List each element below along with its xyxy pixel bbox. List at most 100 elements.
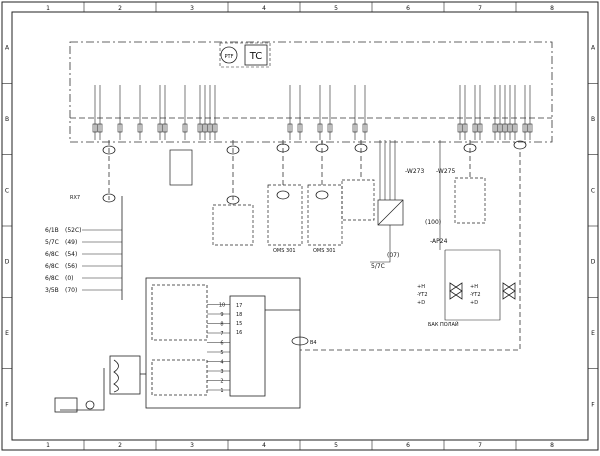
terminal-ref: 6/8C — [45, 251, 59, 258]
ptf-label: PTF — [225, 54, 234, 60]
fuse — [352, 123, 358, 133]
fuse — [502, 123, 508, 133]
cabinet-row-number: 7 — [220, 331, 223, 337]
grid-col-bottom: 8 — [550, 442, 554, 449]
lower-cabinet — [145, 277, 301, 409]
wire-group — [92, 85, 533, 140]
cabinet-row-number: 8 — [220, 322, 223, 328]
valve-left-top: +Н — [417, 284, 425, 290]
grid-col-bottom: 6 — [406, 442, 410, 449]
valve-left-icon — [449, 282, 463, 300]
grid-row-right: D — [591, 259, 596, 266]
cable-label-1: -W273 — [405, 168, 424, 175]
lamp-icon — [85, 400, 95, 410]
cabinet-left-lower — [151, 359, 208, 396]
valve-right-icon-b — [502, 282, 516, 300]
valve-right-bot: +D — [470, 300, 478, 306]
grid-row-left: A — [5, 45, 10, 52]
terminal-ref: 6/8C — [45, 263, 59, 270]
fuse — [492, 123, 498, 133]
cable-gland — [513, 140, 527, 150]
grid-row-right: E — [591, 330, 595, 337]
grid-row-left: D — [5, 259, 10, 266]
conn-100-label: (100) — [425, 219, 441, 226]
ap24-label: -AP24 — [430, 238, 448, 245]
grid-col-bottom: 4 — [262, 442, 266, 449]
cabinet-row-number: 1 — [220, 388, 223, 394]
oms-box-right — [307, 184, 343, 246]
terminal-num: (52C) — [65, 227, 82, 234]
wire-e — [370, 225, 391, 263]
plug-label: В4 — [310, 340, 317, 346]
valve-left-bot: +D — [417, 300, 425, 306]
sensor-box — [212, 204, 254, 246]
grid-col-top: 7 — [478, 5, 482, 12]
valve-left-mid: -YT2 — [417, 292, 428, 298]
rw-label: RX7 — [70, 195, 80, 201]
fuse — [207, 123, 213, 133]
plug-icon — [291, 336, 309, 346]
wire-i — [444, 300, 501, 321]
terminal-num: (49) — [65, 239, 77, 246]
valve-left: +Н -YT2 +D — [417, 282, 463, 306]
fuse — [97, 123, 103, 133]
grid-row-left: C — [5, 187, 9, 194]
cabinet-row-number: 9 — [220, 312, 223, 318]
fuse — [212, 123, 218, 133]
oms-right-label: ОМS 301 — [313, 248, 336, 254]
grid-col-top: 2 — [118, 5, 122, 12]
grid-row-right: C — [591, 187, 595, 194]
cabinet-inner-number: 17 — [236, 303, 242, 309]
grid-col-bottom: 1 — [46, 442, 50, 449]
transformer-group — [54, 355, 146, 413]
fuse — [497, 123, 503, 133]
top-enclosure — [69, 41, 553, 143]
fuse — [202, 123, 208, 133]
transformer-box — [109, 355, 141, 395]
left-terminal-block: RX7 6/1B(52C)5/7C(49)6/8C(54)6/8C(56)6/8… — [45, 195, 123, 300]
terminal-num: (0) — [65, 275, 74, 282]
cable-gland — [315, 190, 329, 200]
transformer-coil — [113, 359, 119, 393]
cable-return — [300, 152, 521, 351]
small-relay — [54, 397, 78, 413]
valve-right-top: +Н — [470, 284, 478, 290]
grid-row-left: B — [5, 116, 9, 123]
right-sensor-box — [454, 177, 486, 224]
terminal-num: (56) — [65, 263, 77, 270]
cabinet-row-number: 10 — [219, 303, 225, 309]
terminal-ref: 6/8C — [45, 275, 59, 282]
grid-row-right: F — [591, 401, 595, 408]
grid-col-bottom: 2 — [118, 442, 122, 449]
grid-row-left: E — [5, 330, 9, 337]
grid-col-bottom: 3 — [190, 442, 194, 449]
mid-components — [169, 149, 486, 246]
terminal-list: 6/1B(52C)5/7C(49)6/8C(54)6/8C(56)6/8C(0)… — [45, 227, 122, 294]
fuse — [297, 123, 303, 133]
valve-group: +Н -YT2 +D +Н -YT2 +D БАК ПОЛАЙ — [417, 282, 516, 328]
fuse — [457, 123, 463, 133]
cabinet-row-number: 2 — [220, 379, 223, 385]
grid-col-top: 8 — [550, 5, 554, 12]
dashed-cables — [108, 140, 521, 351]
cabinet-inner-number: 18 — [236, 312, 242, 318]
cabinet-inner-number: 16 — [236, 330, 242, 336]
grid-row-right: A — [591, 45, 596, 52]
valve-right-icon — [502, 282, 516, 300]
grid-col-bottom: 7 — [478, 442, 482, 449]
grid-row-left: F — [5, 401, 9, 408]
cabinet-row-number: 4 — [220, 360, 223, 366]
cabinet-inner-number: 15 — [236, 321, 242, 327]
fuse — [527, 123, 533, 133]
grid-col-top: 6 — [406, 5, 410, 12]
cabinet-terminal-strip — [229, 295, 266, 397]
fuse — [522, 123, 528, 133]
valve-left-icon-b — [449, 282, 463, 300]
oms-box-left — [267, 184, 303, 246]
fuse — [462, 123, 468, 133]
fuse — [92, 123, 98, 133]
grid-col-top: 3 — [190, 5, 194, 12]
